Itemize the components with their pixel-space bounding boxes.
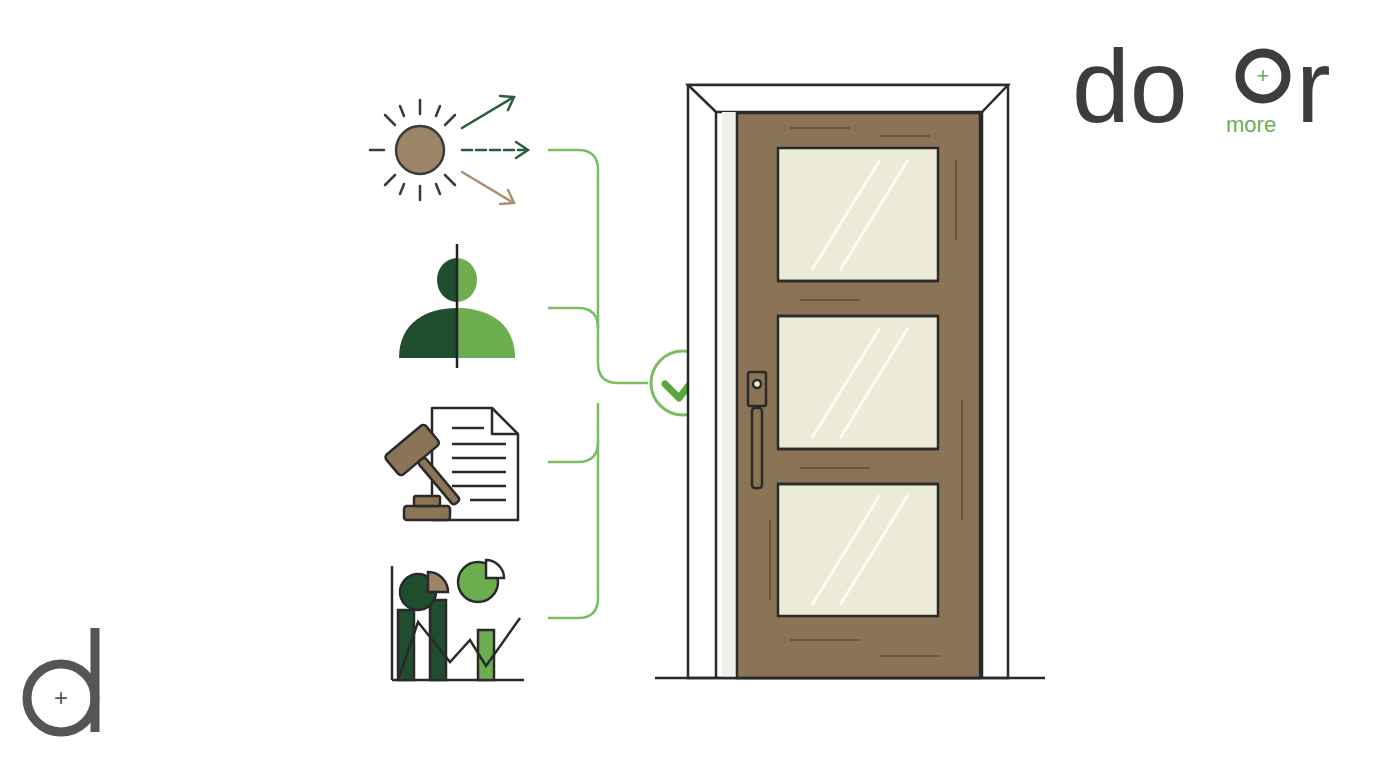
sun-icon (370, 96, 528, 204)
logo-ring (1240, 53, 1286, 99)
logo-text: do (1072, 34, 1188, 138)
corner-logo-plus: + (54, 686, 68, 710)
logo-plus: + (1257, 65, 1270, 87)
gavel-document-icon (384, 408, 518, 520)
person-icon (399, 244, 515, 368)
logo-text: r (1296, 34, 1331, 138)
bracket (548, 150, 648, 618)
corner-logo (27, 628, 95, 732)
chart-icon (392, 560, 524, 680)
logo-subtext: more (1226, 114, 1276, 136)
door-illustration (655, 85, 1045, 678)
